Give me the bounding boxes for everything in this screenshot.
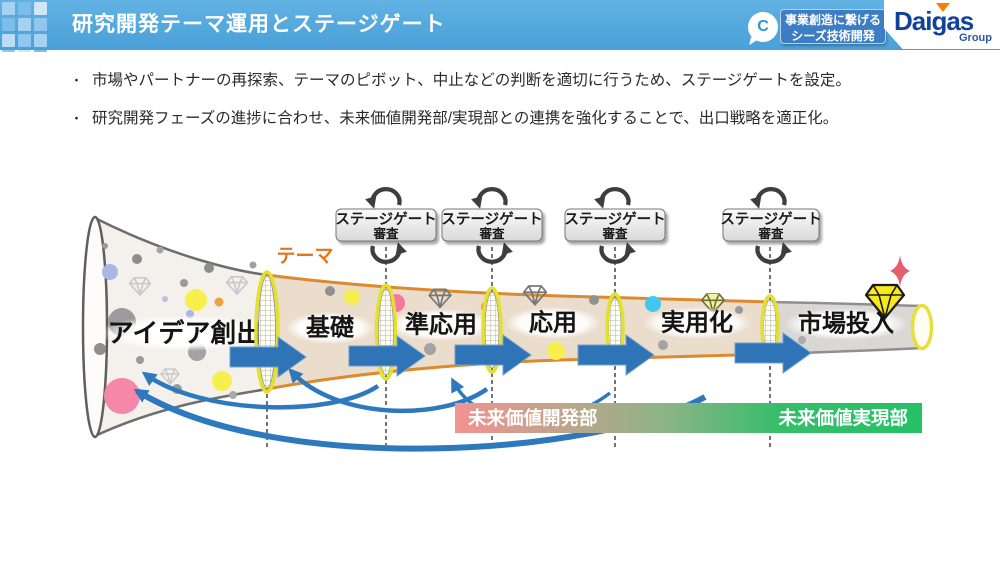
stage-gate-box: ステージゲート 審査	[720, 208, 822, 242]
forward-arrow	[734, 332, 812, 374]
review-loop-icons	[365, 187, 792, 264]
theme-label: テーマ	[276, 246, 333, 267]
dept-label-realization: 未来価値実現部	[777, 408, 908, 429]
loop-bottom-icon	[370, 242, 407, 264]
stage-gate-box: ステージゲート 審査	[564, 208, 666, 242]
forward-arrow	[229, 336, 307, 378]
gate-theme	[254, 270, 280, 394]
stage-label-practical: 実用化	[661, 309, 733, 337]
stage-gate-box-sub: 審査	[601, 226, 628, 241]
stage-gate-box-title: ステージゲート	[335, 210, 436, 228]
bullet-text: 市場やパートナーの再探索、テーマのピボット、中止などの判断を適切に行うため、ステ…	[92, 72, 851, 89]
badge-line1: 事業創造に繋げる	[784, 13, 881, 27]
seeds-tech-badge: 事業創造に繋げる シーズ技術開発	[780, 9, 886, 44]
funnel-mouth	[81, 215, 109, 439]
loop-top-icon	[750, 187, 787, 209]
sparkle-icon	[890, 255, 910, 287]
page-title: 研究開発テーマ運用とステージゲート	[72, 13, 446, 36]
loop-top-icon	[594, 187, 631, 209]
summary-bullets: ・ 市場やパートナーの再探索、テーマのピボット、中止などの判断を適切に行うため、…	[70, 68, 950, 144]
stage-label-basic: 基礎	[306, 315, 354, 342]
loop-bottom-icon	[755, 242, 792, 264]
stage-gate-box-sub: 審査	[757, 226, 784, 241]
forward-arrow	[577, 334, 655, 376]
department-bar: 未来価値開発部 未来価値実現部	[455, 403, 922, 433]
daigas-logo-text: Daigas	[894, 6, 974, 36]
daigas-logo-group-text: Group	[959, 32, 992, 44]
funnel-exit-ring	[910, 303, 934, 351]
gem-facets	[866, 284, 904, 322]
feedback-arrow	[141, 371, 380, 410]
stage-gate-box: ステージゲート 審査	[441, 208, 543, 242]
bullet-marker: ・	[70, 73, 84, 88]
stage-label-applied: 応用	[529, 309, 577, 337]
daigas-logo: Daigas Group	[884, 0, 1000, 49]
success-gem	[864, 255, 910, 322]
gem-icon	[864, 283, 906, 320]
c-mark-icon: C	[748, 12, 778, 42]
stage-label-semi-applied: 準応用	[405, 311, 477, 339]
stage-gate-box-title: ステージゲート	[720, 210, 821, 228]
bullet-marker: ・	[70, 111, 84, 126]
header-bar: 研究開発テーマ運用とステージゲート C 事業創造に繋げる シーズ技術開発 Dai…	[0, 0, 1000, 52]
bullet-item: ・ 研究開発フェーズの進捗に合わせ、未来価値開発部/実現部との連携を強化すること…	[70, 106, 950, 128]
daigas-logo-triangle-icon	[936, 3, 950, 12]
dept-label-development: 未来価値開発部	[467, 408, 598, 429]
stage-labels: アイデア創出 基礎 準応用 応用 実用化 市場投入	[100, 307, 908, 351]
stage-gate-box-title: ステージゲート	[564, 210, 665, 228]
stage-gate-box-sub: 審査	[478, 226, 505, 241]
stage-label-market: 市場投入	[798, 310, 894, 338]
bullet-item: ・ 市場やパートナーの再探索、テーマのピボット、中止などの判断を適切に行うため、…	[70, 68, 950, 90]
loop-top-icon	[471, 187, 508, 209]
stage-label-idea: アイデア創出	[108, 318, 263, 348]
stage-gate-box-title: ステージゲート	[441, 210, 542, 228]
stage-gate-box-sub: 審査	[372, 226, 399, 241]
loop-bottom-icon	[599, 242, 636, 264]
header-deco-squares	[2, 2, 50, 52]
loop-bottom-icon	[476, 242, 513, 264]
badge-line2: シーズ技術開発	[791, 29, 875, 43]
bullet-text: 研究開発フェーズの進捗に合わせ、未来価値開発部/実現部との連携を強化することで、…	[92, 110, 839, 127]
forward-arrows	[229, 332, 812, 378]
loop-top-icon	[365, 187, 402, 209]
forward-arrow	[454, 334, 532, 376]
stage-gate-boxes: ステージゲート 審査 ステージゲート 審査 ステージゲート 審査 ステージゲート…	[335, 187, 822, 264]
forward-arrow	[348, 335, 426, 377]
stage-gate-box: ステージゲート 審査	[335, 208, 437, 242]
